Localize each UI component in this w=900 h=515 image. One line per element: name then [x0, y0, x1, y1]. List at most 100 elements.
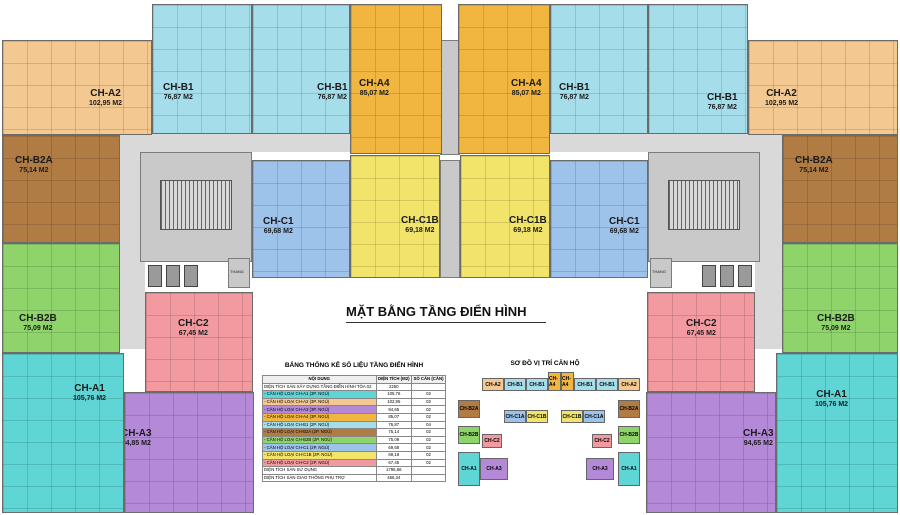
- unit-code: CH-C1B: [509, 215, 547, 226]
- stair-right: [668, 180, 740, 230]
- row-label: - CĂN HỘ LOẠI CH-B1 (2P. NGỦ): [262, 420, 377, 430]
- table-row: DIỆN TÍCH SÀN XÂY DỰNG TẦNG ĐIỂN HÌNH TÒ…: [262, 382, 446, 392]
- key-plan-title: SƠ ĐỒ VỊ TRÍ CĂN HỘ: [510, 360, 580, 367]
- unit-code: CH-B1: [707, 92, 738, 103]
- unit-code: CH-B1: [163, 82, 194, 93]
- unit-area: 69,18 M2: [405, 227, 435, 234]
- row-count: 02: [411, 428, 446, 437]
- unit-code: CH-C2: [178, 318, 209, 329]
- row-area: 94,65: [375, 405, 413, 414]
- key-cell-ch-a2: CH-A2: [618, 378, 640, 391]
- corridor-right: [755, 134, 785, 349]
- row-count: 02: [411, 412, 446, 422]
- unit-code: CH-A3: [743, 428, 774, 439]
- unit-area: 76,87 M2: [163, 94, 193, 101]
- unit-code: CH-B2B: [817, 313, 855, 324]
- elevator-right-3: [738, 265, 752, 287]
- unit-area: 76,87 M2: [559, 94, 589, 101]
- unit-area: 76,87 M2: [707, 104, 737, 111]
- row-area: 2250: [375, 382, 413, 392]
- unit-area: 102,95 M2: [765, 100, 799, 107]
- key-cell-ch-b2b: CH-B2B: [458, 426, 480, 444]
- plan-title: MẶT BẰNG TẦNG ĐIỂN HÌNH: [346, 304, 546, 323]
- unit-code: CH-A2: [90, 88, 121, 99]
- unit-area: 75,14 M2: [19, 167, 49, 174]
- row-label: - CĂN HỘ LOẠI CH-A4 (3P. NGỦ): [262, 412, 377, 422]
- unit-code: CH-B1: [559, 82, 590, 93]
- col-header: SỐ CĂN (CĂN): [411, 375, 446, 384]
- key-cell-ch-c2: CH-C2: [482, 434, 502, 448]
- row-label: - CĂN HỘ LOẠI CH-C1 (2P. NGỦ): [262, 443, 377, 452]
- key-cell-ch-a1: CH-A1: [618, 452, 640, 486]
- key-cell-ch-c2: CH-C2: [592, 434, 612, 448]
- col-header: DIỆN TÍCH (M2): [375, 375, 413, 384]
- row-label: - CĂN HỘ LOẠI CH-C1B (2P. NGỦ): [262, 450, 377, 460]
- plan-title-text: MẶT BẰNG TẦNG ĐIỂN HÌNH: [346, 304, 527, 319]
- row-label: - CĂN HỘ LOẠI CH-A3 (3P. NGỦ): [262, 405, 377, 414]
- unit-code: CH-A1: [816, 389, 847, 400]
- lift-lobby-right: THANG: [650, 258, 672, 288]
- unit-code: CH-A3: [124, 428, 152, 439]
- unit-area: 105,76 M2: [73, 395, 107, 402]
- unit-code: CH-B2A: [795, 155, 833, 166]
- core-center-top: [440, 40, 460, 155]
- key-cell-ch-a4: CH-A4: [561, 372, 574, 391]
- key-cell-ch-a1: CH-A1: [458, 452, 480, 486]
- row-label: - CĂN HỘ LOẠI CH-B2B (2P. NGỦ): [262, 435, 377, 445]
- row-area: 102,95: [375, 397, 413, 407]
- key-cell-ch-a3: CH-A3: [480, 458, 508, 480]
- unit-code: CH-A4: [359, 78, 390, 89]
- row-count: 02: [411, 450, 446, 460]
- row-count: 04: [411, 420, 446, 430]
- row-area: 1796,66: [375, 466, 413, 475]
- row-label: - CĂN HỘ LOẠI CH-C2 (2P. NGỦ): [262, 458, 377, 468]
- unit-code: CH-B2A: [15, 155, 53, 166]
- row-label: - CĂN HỘ LOẠI CH-B2A (2P. NGỦ): [262, 428, 377, 437]
- unit-area: 67,45 M2: [686, 330, 716, 337]
- unit-area: 76,87 M2: [317, 94, 347, 101]
- unit-code: CH-A2: [766, 88, 797, 99]
- stats-table: NỘI DUNG DIỆN TÍCH (M2) SỐ CĂN (CĂN) DIỆ…: [262, 375, 446, 483]
- row-area: 69,68: [375, 443, 413, 452]
- row-count: [411, 466, 446, 475]
- unit-area: 67,45 M2: [178, 330, 208, 337]
- unit-area: 75,14 M2: [799, 167, 829, 174]
- unit-code: CH-C2: [686, 318, 717, 329]
- row-area: 75,14: [375, 428, 413, 437]
- row-label: DIỆN TÍCH SÀN SỬ DỤNG: [262, 466, 377, 475]
- unit-area: 105,76 M2: [815, 401, 849, 408]
- key-cell-ch-a2: CH-A2: [482, 378, 504, 391]
- unit-area: 85,07 M2: [511, 90, 541, 97]
- unit-area: 94,85 M2: [124, 440, 151, 447]
- row-count: 02: [411, 390, 446, 399]
